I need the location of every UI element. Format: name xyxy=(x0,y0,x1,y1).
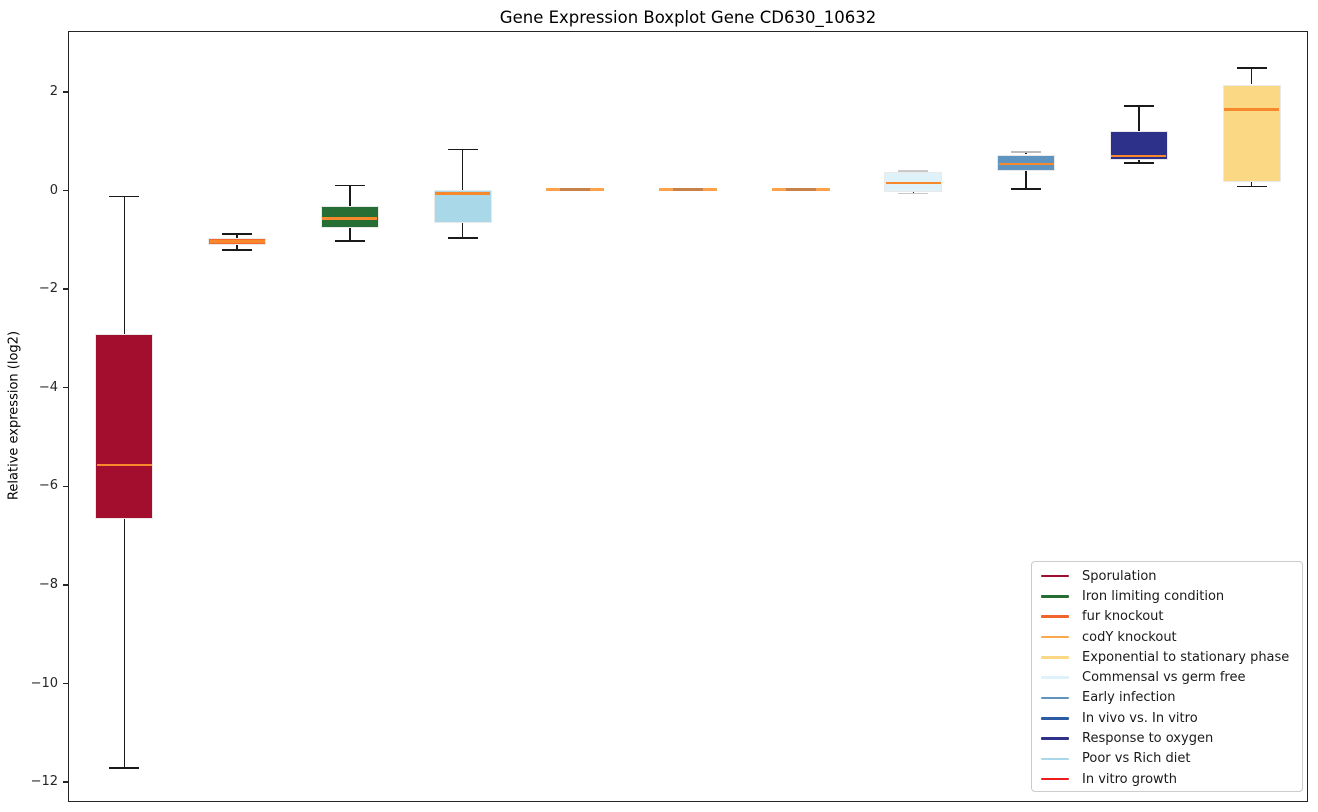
whisker-lower xyxy=(236,244,238,251)
y-tick-label: −12 xyxy=(30,774,58,790)
y-tick xyxy=(63,485,68,487)
median-line xyxy=(998,162,1054,166)
y-tick-label: −6 xyxy=(38,478,58,494)
median-line xyxy=(209,239,265,243)
whisker-upper xyxy=(236,234,238,239)
whisker-cap-upper xyxy=(109,195,140,198)
whisker-cap-lower xyxy=(222,249,253,252)
whisker-lower xyxy=(461,223,464,238)
whisker-cap-lower xyxy=(447,236,478,239)
legend-label: In vivo vs. In vitro xyxy=(1082,710,1198,726)
legend-label: In vitro growth xyxy=(1082,771,1177,787)
box xyxy=(95,333,154,520)
legend-item-in-vitro-growth: In vitro growth xyxy=(1041,769,1296,789)
whisker-cap-upper xyxy=(334,184,365,187)
whisker-cap-lower xyxy=(109,767,140,770)
legend-label: Sporulation xyxy=(1082,568,1157,584)
median-line xyxy=(560,188,591,191)
legend-item-response-to-oxygen: Response to oxygen xyxy=(1041,728,1296,748)
legend-item-poor-vs-rich-diet: Poor vs Rich diet xyxy=(1041,749,1296,769)
whisker-upper xyxy=(349,185,351,206)
y-tick-label: 0 xyxy=(49,182,58,198)
y-tick xyxy=(63,387,68,389)
legend-label: Iron limiting condition xyxy=(1082,588,1225,604)
whisker-lower xyxy=(1250,181,1253,187)
whisker-lower xyxy=(123,519,126,769)
legend-item-exponential-to-stationary-phase: Exponential to stationary phase xyxy=(1041,647,1296,667)
median-line xyxy=(1224,108,1280,111)
legend-swatch xyxy=(1041,656,1069,659)
legend-label: codY knockout xyxy=(1082,629,1177,645)
median-line xyxy=(785,188,816,191)
legend-swatch xyxy=(1041,574,1069,578)
y-tick-label: −4 xyxy=(38,379,58,395)
box xyxy=(433,190,492,224)
legend-swatch xyxy=(1041,716,1069,720)
legend-item-cody-knockout: codY knockout xyxy=(1041,627,1296,647)
legend-item-in-vivo-vs-in-vitro: In vivo vs. In vitro xyxy=(1041,708,1296,728)
legend-label: Response to oxygen xyxy=(1082,731,1214,747)
median-line xyxy=(673,188,703,191)
whisker-upper xyxy=(1025,152,1027,155)
box xyxy=(320,205,379,228)
legend-swatch xyxy=(1041,615,1069,619)
y-tick xyxy=(63,91,68,93)
whisker-cap-lower xyxy=(898,192,929,195)
median-line xyxy=(96,463,152,467)
y-tick xyxy=(63,781,68,783)
whisker-cap-upper xyxy=(1236,66,1267,69)
whisker-cap-lower xyxy=(1236,185,1267,188)
legend-label: Early infection xyxy=(1082,690,1176,706)
legend-item-iron-limiting-condition: Iron limiting condition xyxy=(1041,586,1296,606)
whisker-cap-lower xyxy=(1011,188,1042,190)
legend-item-commensal-vs-germ-free: Commensal vs germ free xyxy=(1041,667,1296,687)
y-tick-label: −10 xyxy=(30,675,58,691)
legend-label: Commensal vs germ free xyxy=(1082,670,1246,686)
legend-swatch xyxy=(1041,635,1069,639)
whisker-upper xyxy=(1138,106,1140,132)
legend-swatch xyxy=(1041,777,1069,781)
legend-item-sporulation: Sporulation xyxy=(1041,566,1296,586)
whisker-upper xyxy=(123,196,126,334)
legend-swatch xyxy=(1041,757,1069,761)
whisker-cap-upper xyxy=(1011,151,1042,153)
legend-swatch xyxy=(1041,737,1069,740)
y-tick xyxy=(63,189,68,192)
whisker-cap-upper xyxy=(447,148,478,151)
median-line xyxy=(435,192,491,195)
whisker-cap-upper xyxy=(898,169,929,172)
legend-swatch xyxy=(1041,595,1069,598)
whisker-lower xyxy=(349,227,351,241)
y-tick xyxy=(63,288,68,290)
whisker-upper xyxy=(461,149,464,190)
legend-item-early-infection: Early infection xyxy=(1041,688,1296,708)
box xyxy=(1222,84,1281,182)
whisker-cap-upper xyxy=(222,233,253,236)
whisker-cap-lower xyxy=(334,239,365,242)
whisker-cap-lower xyxy=(1123,162,1154,165)
whisker-lower xyxy=(1138,159,1140,164)
legend-swatch xyxy=(1041,676,1069,679)
y-tick-label: −8 xyxy=(38,576,58,592)
y-tick-label: −2 xyxy=(38,281,58,297)
median-line xyxy=(322,217,378,220)
whisker-lower xyxy=(1025,171,1027,189)
legend-swatch xyxy=(1041,696,1069,700)
chart-title: Gene Expression Boxplot Gene CD630_10632 xyxy=(499,8,877,27)
median-line xyxy=(885,181,941,185)
legend-label: Exponential to stationary phase xyxy=(1082,649,1290,665)
legend-item-fur-knockout: fur knockout xyxy=(1041,607,1296,627)
y-tick-label: 2 xyxy=(49,83,58,99)
legend-label: fur knockout xyxy=(1082,609,1164,625)
whisker-cap-upper xyxy=(1123,105,1154,108)
y-tick xyxy=(63,682,68,685)
legend-label: Poor vs Rich diet xyxy=(1082,751,1191,767)
median-line xyxy=(1111,154,1167,158)
y-tick xyxy=(63,584,68,586)
whisker-upper xyxy=(1250,67,1253,85)
